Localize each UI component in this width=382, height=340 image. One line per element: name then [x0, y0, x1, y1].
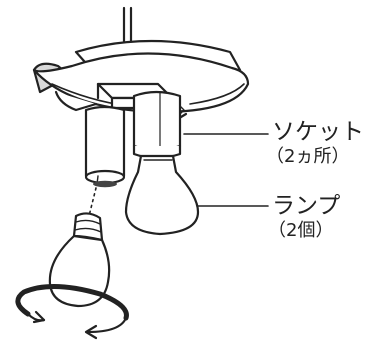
socket-right — [132, 90, 185, 160]
socket-label: ソケット — [272, 119, 364, 145]
lamp-count-label: （2個） — [268, 220, 334, 241]
lamp-label: ランプ — [272, 193, 341, 219]
socket-left — [84, 105, 126, 188]
lamp-installed — [124, 154, 200, 236]
ceiling-cover-plate — [32, 39, 250, 122]
insertion-guide — [85, 187, 97, 229]
rotation-arrow — [15, 283, 129, 340]
socket-count-label: （2ヵ所） — [266, 146, 350, 167]
